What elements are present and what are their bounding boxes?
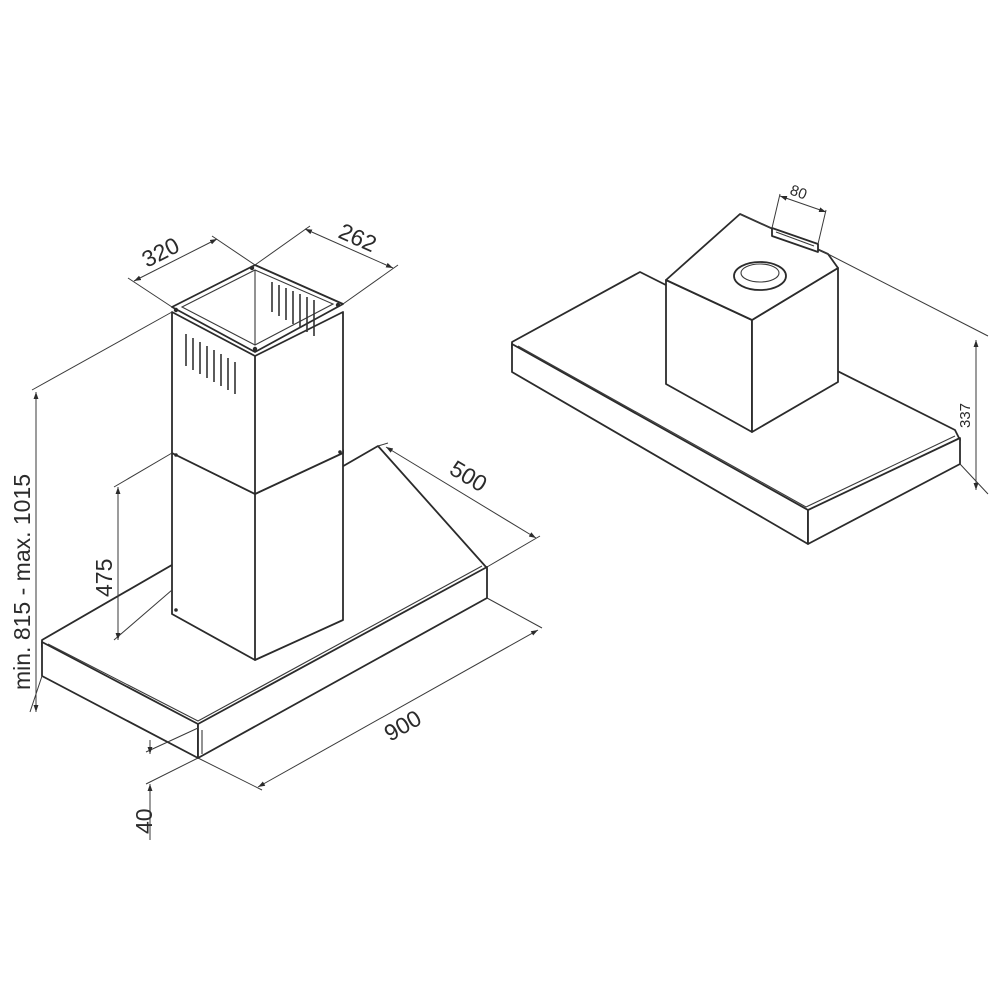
- dim-500-label: 500: [445, 455, 491, 497]
- dim-80-label: 80: [788, 182, 809, 204]
- dim-80: 80: [771, 182, 827, 245]
- dim-900-label: 900: [380, 705, 426, 747]
- dim-337-label: 337: [957, 403, 974, 428]
- hood-without-chimney-view: 80 337: [511, 182, 989, 545]
- dim-320-label: 320: [137, 232, 183, 273]
- dim-337: 337: [827, 253, 989, 495]
- dim-262-label: 262: [335, 218, 381, 257]
- vent-slots: [185, 282, 315, 394]
- dim-40: 40: [131, 727, 199, 840]
- motor-housing: [665, 213, 839, 433]
- dim-40-label: 40: [131, 808, 157, 834]
- chimney-duct: [171, 264, 344, 661]
- dim-475: 475: [91, 452, 173, 641]
- dim-475-label: 475: [91, 559, 117, 597]
- mounting-bracket: [771, 227, 819, 253]
- dim-height-label: min. 815 - max. 1015: [9, 474, 35, 690]
- chimney-hood-view: 320 262 min. 815 - max. 1015 475 500: [9, 218, 543, 840]
- dim-total-height: min. 815 - max. 1015: [9, 311, 173, 713]
